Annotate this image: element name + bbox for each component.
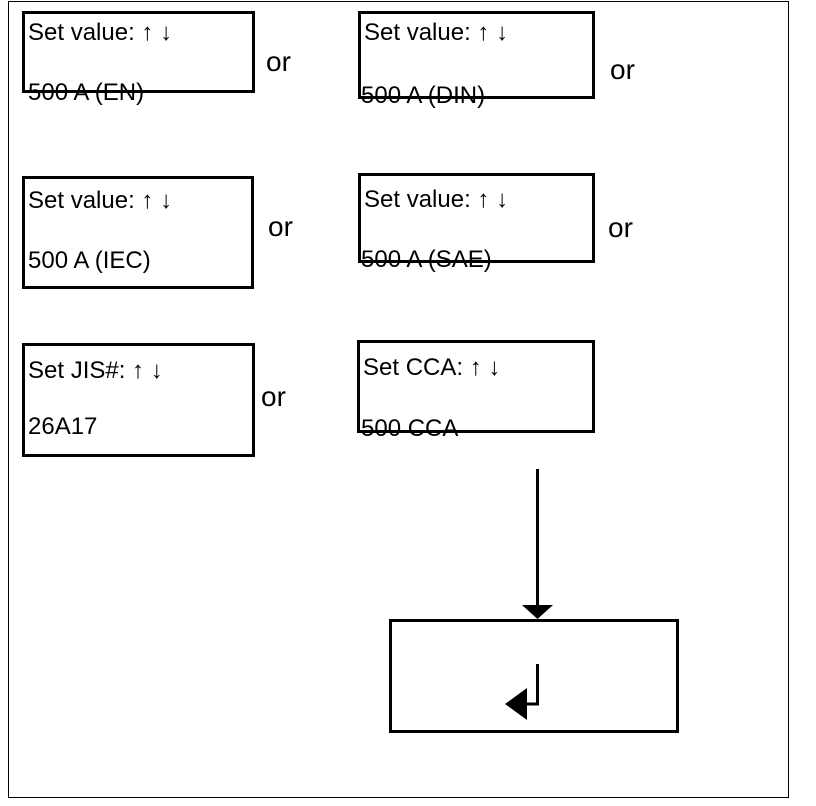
screen-box-cca: Set CCA: ↑ ↓ 500 CCA [357, 340, 595, 442]
return-arrow-shaft [525, 664, 539, 706]
down-arrow-icon [522, 469, 553, 619]
or-label: or [266, 46, 291, 77]
return-arrow-icon [505, 664, 539, 720]
page-border [8, 1, 789, 798]
or-label: or [610, 54, 635, 85]
enter-screen-box [389, 619, 679, 733]
screen-box-din: Set value: ↑ ↓ 500 A (DIN) [358, 11, 595, 109]
screen-prompt-text: Set value: ↑ ↓ [28, 187, 173, 214]
screen-prompt-text: Set value: ↑ ↓ [364, 186, 509, 213]
screen-value-text: 500 A (SAE) [361, 246, 492, 273]
screen-box-jis: Set JIS#: ↑ ↓ 26A17 [22, 343, 255, 457]
screen-box-sae: Set value: ↑ ↓ 500 A (SAE) [358, 173, 595, 273]
screen-prompt-text: Set value: ↑ ↓ [364, 19, 509, 46]
or-label: or [268, 211, 293, 242]
screen-value-text: 500 A (EN) [28, 79, 145, 106]
down-arrow-head [522, 605, 553, 619]
screen-prompt-text: Set value: ↑ ↓ [28, 19, 173, 46]
screen-value-text: 500 A (IEC) [28, 247, 151, 274]
screen-value-text: 26A17 [28, 413, 98, 440]
screen-value-text: 500 CCA [361, 415, 459, 442]
or-label: or [261, 381, 286, 412]
screen-box-iec: Set value: ↑ ↓ 500 A (IEC) [22, 176, 254, 289]
screen-value-text: 500 A (DIN) [361, 82, 486, 109]
screen-box-en: Set value: ↑ ↓ 500 A (EN) [22, 11, 255, 106]
return-arrow-head [505, 688, 527, 720]
screen-prompt-text: Set CCA: ↑ ↓ [363, 354, 501, 381]
screen-prompt-text: Set JIS#: ↑ ↓ [28, 357, 163, 384]
or-label: or [608, 212, 633, 243]
